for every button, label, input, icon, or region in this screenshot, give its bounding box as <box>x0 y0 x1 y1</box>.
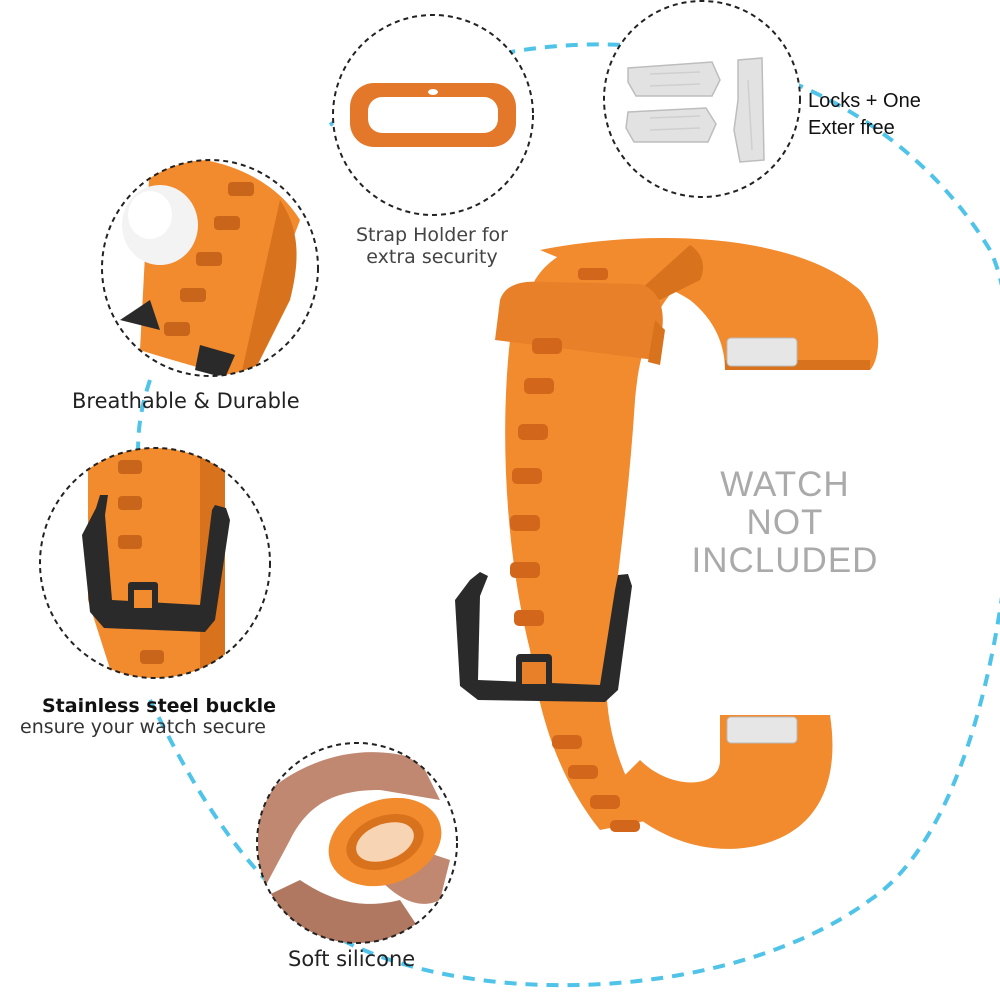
dashed-arc-left <box>136 379 152 456</box>
watch-not-included-label: WATCH NOT INCLUDED <box>680 466 890 580</box>
locks-callout <box>603 0 801 198</box>
watch-line2: NOT <box>746 503 824 542</box>
watch-line1: WATCH <box>720 465 850 504</box>
main-band <box>455 238 879 849</box>
locks-icon <box>625 57 765 163</box>
locks-line1: Locks + One <box>808 90 921 112</box>
strap-holder-callout <box>332 14 534 216</box>
locks-label: Locks + One Exter free <box>808 88 921 142</box>
locks-line2: Exter free <box>808 117 895 139</box>
breathable-callout <box>101 159 319 377</box>
silicone-loop-icon <box>328 797 442 887</box>
watch-line3: INCLUDED <box>691 541 879 580</box>
strap-holder-line1: Strap Holder for <box>356 224 508 246</box>
breathable-label: Breathable & Durable <box>72 389 300 413</box>
strap-holder-label: Strap Holder for extra security <box>352 224 512 268</box>
buckle-icon <box>82 495 230 632</box>
buckle-subtitle-label: ensure your watch secure <box>20 716 266 738</box>
silicone-callout <box>256 742 458 944</box>
buckle-title-label: Stainless steel buckle <box>42 695 276 717</box>
buckle-callout <box>39 447 271 679</box>
soft-silicone-label: Soft silicone <box>288 947 416 971</box>
strap-holder-line2: extra security <box>366 246 498 268</box>
strap-holder-icon <box>350 83 516 147</box>
